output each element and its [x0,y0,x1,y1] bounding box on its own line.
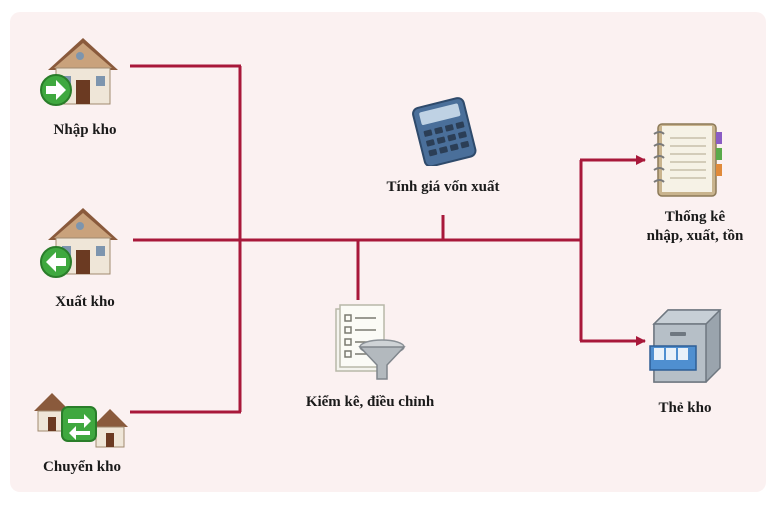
label-xuat-kho: Xuất kho [55,294,115,310]
file-cabinet-icon [649,309,722,383]
label-thong-ke-line1: Thống kê [664,209,726,225]
notebook-icon [653,123,722,197]
house-arrow-left-icon [40,208,118,278]
node-thong-ke [650,120,725,200]
node-xuat-kho [38,200,128,280]
label-nhap-kho: Nhập kho [53,122,117,138]
house-arrow-right-icon [40,38,118,106]
node-chuyen-kho [32,385,132,450]
label-tinh-gia: Tính giá vốn xuất [386,179,500,195]
node-kiem-ke [330,303,410,383]
checklist-funnel-icon [335,304,406,380]
label-thong-ke: Thống kê nhập, xuất, tồn [620,208,770,246]
label-chuyen-kho: Chuyển kho [43,459,121,475]
label-kiem-ke: Kiểm kê, điều chỉnh [305,394,435,410]
node-tinh-gia [408,96,483,166]
calculator-icon [412,97,477,166]
label-the-kho: Thẻ kho [658,400,712,416]
node-nhap-kho [38,30,128,110]
label-thong-ke-line2: nhập, xuất, tồn [646,228,744,244]
node-the-kho [648,306,726,386]
house-transfer-icon [34,393,128,448]
